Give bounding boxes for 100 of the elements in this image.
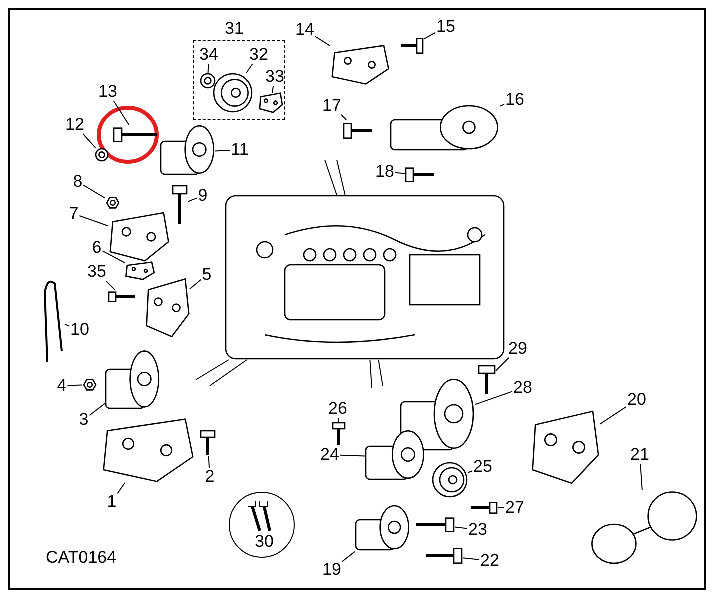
bolt-drawing bbox=[332, 422, 346, 446]
callout-number: 5 bbox=[201, 266, 213, 284]
callout-number: 29 bbox=[508, 340, 528, 358]
bracket-drawing bbox=[530, 410, 600, 485]
callout-number: 15 bbox=[436, 18, 456, 36]
nut-drawing bbox=[105, 196, 121, 210]
bolt-drawing bbox=[343, 120, 373, 142]
bolt-drawing bbox=[425, 545, 463, 567]
leader-line bbox=[474, 391, 513, 406]
catalogue-code: CAT0164 bbox=[46, 548, 117, 568]
leader-line bbox=[208, 456, 210, 468]
callout-number: 27 bbox=[504, 499, 526, 517]
callout-number: 35 bbox=[86, 263, 108, 281]
callout-number: 16 bbox=[504, 91, 526, 109]
leader-line bbox=[190, 279, 202, 290]
circle-group bbox=[229, 492, 295, 558]
callout-number: 18 bbox=[374, 163, 396, 181]
bolt-drawing bbox=[200, 430, 216, 456]
bolt-drawing bbox=[405, 165, 435, 185]
bolt-drawing bbox=[415, 515, 455, 535]
callout-number: 14 bbox=[294, 21, 316, 39]
leader-line bbox=[342, 551, 356, 562]
callout-number: 9 bbox=[197, 187, 209, 205]
pulley-drawing bbox=[432, 462, 468, 498]
leader-line bbox=[67, 384, 82, 386]
leader-line bbox=[106, 280, 116, 290]
leader-line bbox=[424, 32, 436, 40]
callout-number: 6 bbox=[91, 239, 103, 257]
callout-number: 12 bbox=[64, 116, 86, 134]
pulley-drawing bbox=[213, 73, 253, 113]
leader-line bbox=[188, 198, 198, 202]
bracket-drawing bbox=[145, 278, 190, 338]
leader-line bbox=[246, 64, 254, 74]
bracket-drawing bbox=[125, 262, 155, 280]
callout-number: 31 bbox=[224, 20, 245, 38]
bracket-drawing bbox=[259, 93, 283, 113]
callout-number: 33 bbox=[264, 68, 286, 86]
leader-line bbox=[64, 324, 70, 327]
callout-number: 1 bbox=[106, 493, 118, 511]
callout-number: 22 bbox=[480, 552, 500, 570]
callout-number: 4 bbox=[56, 377, 68, 395]
callout-number: 3 bbox=[78, 411, 90, 429]
leader-line bbox=[454, 526, 468, 530]
leader-line bbox=[468, 470, 473, 474]
leader-line bbox=[272, 86, 274, 94]
callout-number: 11 bbox=[230, 141, 250, 159]
position-line bbox=[210, 360, 248, 386]
position-line bbox=[378, 360, 384, 386]
leader-line bbox=[462, 558, 480, 560]
nut-drawing bbox=[82, 378, 98, 392]
callout-number: 17 bbox=[322, 97, 342, 115]
position-line bbox=[370, 360, 372, 388]
position-line bbox=[324, 160, 338, 196]
leader-line bbox=[83, 184, 106, 199]
callout-number: 7 bbox=[68, 205, 80, 223]
plate-drawing bbox=[590, 490, 700, 565]
bolt-drawing bbox=[478, 365, 496, 395]
bolt-drawing bbox=[172, 185, 188, 225]
washer-drawing bbox=[95, 148, 109, 162]
position-line bbox=[336, 160, 346, 196]
leader-line bbox=[89, 403, 106, 416]
callout-number: 13 bbox=[98, 83, 118, 101]
leader-line bbox=[315, 36, 330, 46]
leader-line bbox=[600, 406, 627, 425]
bolt-drawing bbox=[470, 500, 498, 516]
callout-number: 21 bbox=[630, 446, 650, 464]
callout-number: 23 bbox=[468, 521, 488, 539]
leader-line bbox=[117, 482, 126, 494]
leader-line bbox=[640, 464, 643, 490]
leader-line bbox=[340, 114, 348, 120]
position-line bbox=[196, 360, 230, 380]
leader-line bbox=[340, 454, 366, 457]
leader-line bbox=[496, 358, 510, 372]
callout-number: 28 bbox=[512, 379, 534, 397]
leader-line bbox=[214, 150, 231, 152]
leader-line bbox=[79, 216, 108, 226]
callout-number: 2 bbox=[204, 468, 216, 486]
engine-bay-drawing bbox=[225, 195, 505, 360]
callout-number: 25 bbox=[472, 458, 494, 476]
callout-number: 19 bbox=[322, 561, 342, 579]
callout-number: 20 bbox=[626, 391, 648, 409]
leader-line bbox=[208, 64, 210, 74]
bracket-drawing bbox=[330, 45, 390, 85]
callout-number: 8 bbox=[72, 173, 84, 191]
washer-drawing bbox=[200, 73, 216, 89]
callout-number: 10 bbox=[70, 321, 90, 339]
bracket-drawing bbox=[100, 418, 195, 483]
leader-line bbox=[395, 172, 406, 174]
leader-line bbox=[500, 104, 505, 107]
bolt-drawing bbox=[113, 125, 158, 145]
callout-number: 34 bbox=[198, 46, 220, 64]
callout-number: 24 bbox=[320, 446, 340, 464]
leader-line bbox=[338, 418, 339, 422]
bolt-drawing bbox=[108, 290, 136, 304]
leader-line bbox=[102, 250, 126, 264]
bolt-drawing bbox=[400, 35, 424, 57]
callout-number: 30 bbox=[254, 533, 275, 551]
leader-line bbox=[82, 134, 96, 148]
callout-number: 26 bbox=[328, 400, 348, 418]
callout-number: 32 bbox=[248, 46, 270, 64]
